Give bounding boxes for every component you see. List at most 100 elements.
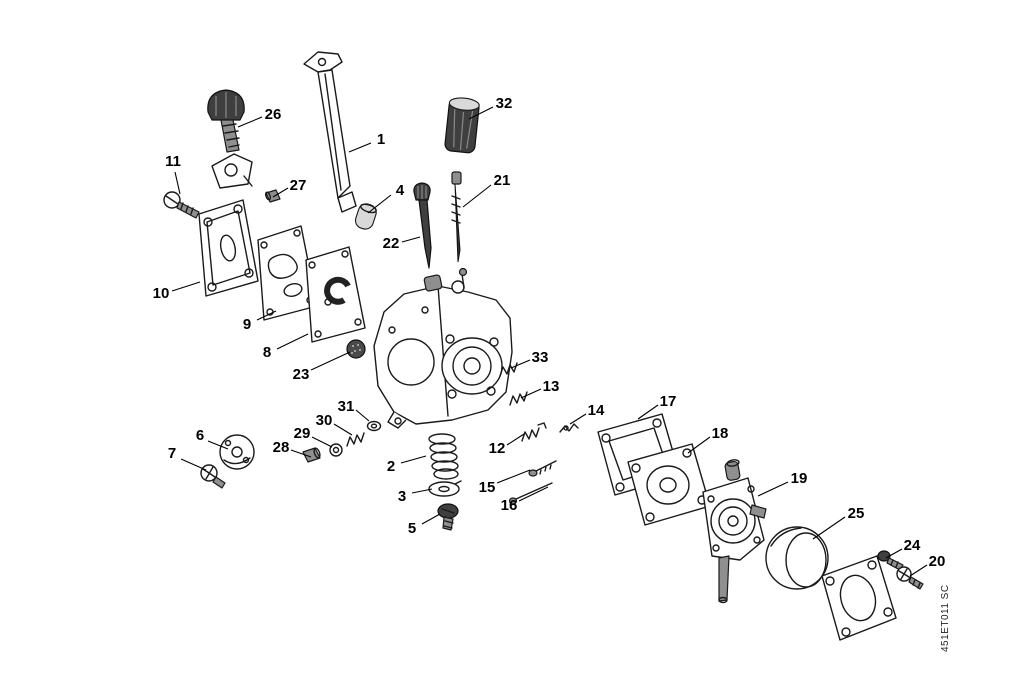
leader-line-33: [510, 359, 531, 369]
callout-3: 3: [398, 488, 406, 505]
leader-line-31: [355, 409, 370, 422]
part-31-washer: [366, 420, 382, 432]
leader-line-15: [496, 469, 531, 484]
callout-32: 32: [496, 95, 513, 112]
leader-line-19: [757, 481, 789, 497]
part-12-spring-seat: [521, 422, 547, 442]
part-16-rod: [508, 482, 553, 505]
part-27-pin: [264, 189, 281, 203]
leader-line-1: [348, 142, 372, 153]
leader-line-3: [411, 488, 433, 494]
part-14-clip: [559, 423, 579, 433]
callout-22: 22: [383, 235, 400, 252]
leader-line-20: [909, 564, 928, 577]
callout-16: 16: [501, 497, 518, 514]
callout-20: 20: [929, 553, 946, 570]
callout-25: 25: [848, 505, 865, 522]
callout-10: 10: [153, 285, 170, 302]
leader-line-23: [310, 351, 351, 371]
leader-line-17: [637, 404, 659, 420]
leader-line-11: [174, 171, 181, 195]
part-21-needle: [451, 171, 462, 263]
callout-23: 23: [293, 366, 310, 383]
part-33-spring: [499, 362, 518, 377]
callout-7: 7: [168, 445, 176, 462]
callout-13: 13: [543, 378, 560, 395]
leader-line-29: [311, 436, 333, 448]
diagram-id-watermark: 451ET011 SC: [940, 584, 951, 652]
leader-line-6: [207, 440, 229, 450]
leader-line-16: [518, 486, 549, 502]
callout-26: 26: [265, 106, 282, 123]
leader-line-28: [290, 449, 312, 458]
leader-line-8: [276, 333, 309, 350]
part-8-diaphragm: [305, 246, 366, 343]
callout-27: 27: [290, 177, 307, 194]
part-23-inlet-screen: [346, 339, 366, 359]
part-28-plug: [302, 447, 321, 463]
callout-14: 14: [588, 402, 605, 419]
callout-12: 12: [489, 440, 506, 457]
callout-17: 17: [660, 393, 677, 410]
part-1-throttle-lever: [303, 51, 357, 213]
part-3-valve-washer: [428, 480, 462, 497]
leader-line-2: [400, 455, 427, 464]
leader-line-21: [462, 184, 492, 208]
part-25-cup: [765, 526, 829, 590]
leader-line-14: [569, 413, 587, 425]
part-7-screw: [200, 464, 226, 489]
callout-19: 19: [791, 470, 808, 487]
callout-8: 8: [263, 344, 271, 361]
part-29-ring: [329, 443, 343, 457]
part-4-sleeve: [354, 203, 377, 230]
callout-24: 24: [904, 537, 921, 554]
part-pump-end-cover: [821, 555, 897, 641]
leader-line-32: [468, 106, 494, 120]
part-carburetor-body: [373, 267, 513, 429]
leader-line-12: [506, 433, 525, 446]
part-30-spring: [346, 432, 365, 447]
callout-4: 4: [396, 182, 405, 199]
part-20-screw: [896, 566, 924, 590]
part-5-screw: [437, 503, 459, 531]
part-13-spring: [509, 391, 528, 406]
part-19-pump-body: [702, 459, 767, 604]
callout-33: 33: [532, 349, 549, 366]
part-2-metering-spring: [428, 433, 459, 480]
leader-line-26: [237, 116, 263, 128]
part-32-cap: [444, 97, 480, 154]
callout-11: 11: [165, 153, 181, 170]
part-6-cover-disc: [219, 434, 255, 470]
leader-line-9: [256, 310, 277, 321]
callout-2: 2: [387, 458, 395, 475]
part-lever-bracket: [211, 153, 253, 189]
callout-29: 29: [294, 425, 311, 442]
callout-18: 18: [712, 425, 729, 442]
callout-1: 1: [377, 131, 385, 148]
part-10-pump-cover: [198, 199, 259, 297]
leader-line-13: [520, 388, 542, 399]
callout-5: 5: [408, 520, 416, 537]
leader-line-24: [885, 548, 903, 559]
callout-28: 28: [273, 439, 290, 456]
callout-9: 9: [243, 316, 251, 333]
leader-line-4: [367, 194, 392, 214]
callout-21: 21: [494, 172, 511, 189]
part-15-screw: [528, 460, 557, 477]
callout-6: 6: [196, 427, 204, 444]
leader-line-10: [171, 281, 201, 292]
callout-30: 30: [316, 412, 333, 429]
part-24-screw: [877, 550, 904, 571]
leader-line-18: [687, 436, 711, 454]
leader-line-5: [421, 513, 441, 525]
callouts-layer: 1234567891011121314151617181920212223242…: [153, 95, 946, 577]
callout-15: 15: [479, 479, 496, 496]
leader-line-22: [401, 236, 421, 243]
leader-line-27: [272, 187, 289, 198]
part-26-adjusting-knob: [207, 89, 245, 153]
callout-31: 31: [338, 398, 355, 415]
part-11-screw: [163, 191, 200, 219]
leader-line-30: [333, 423, 353, 436]
